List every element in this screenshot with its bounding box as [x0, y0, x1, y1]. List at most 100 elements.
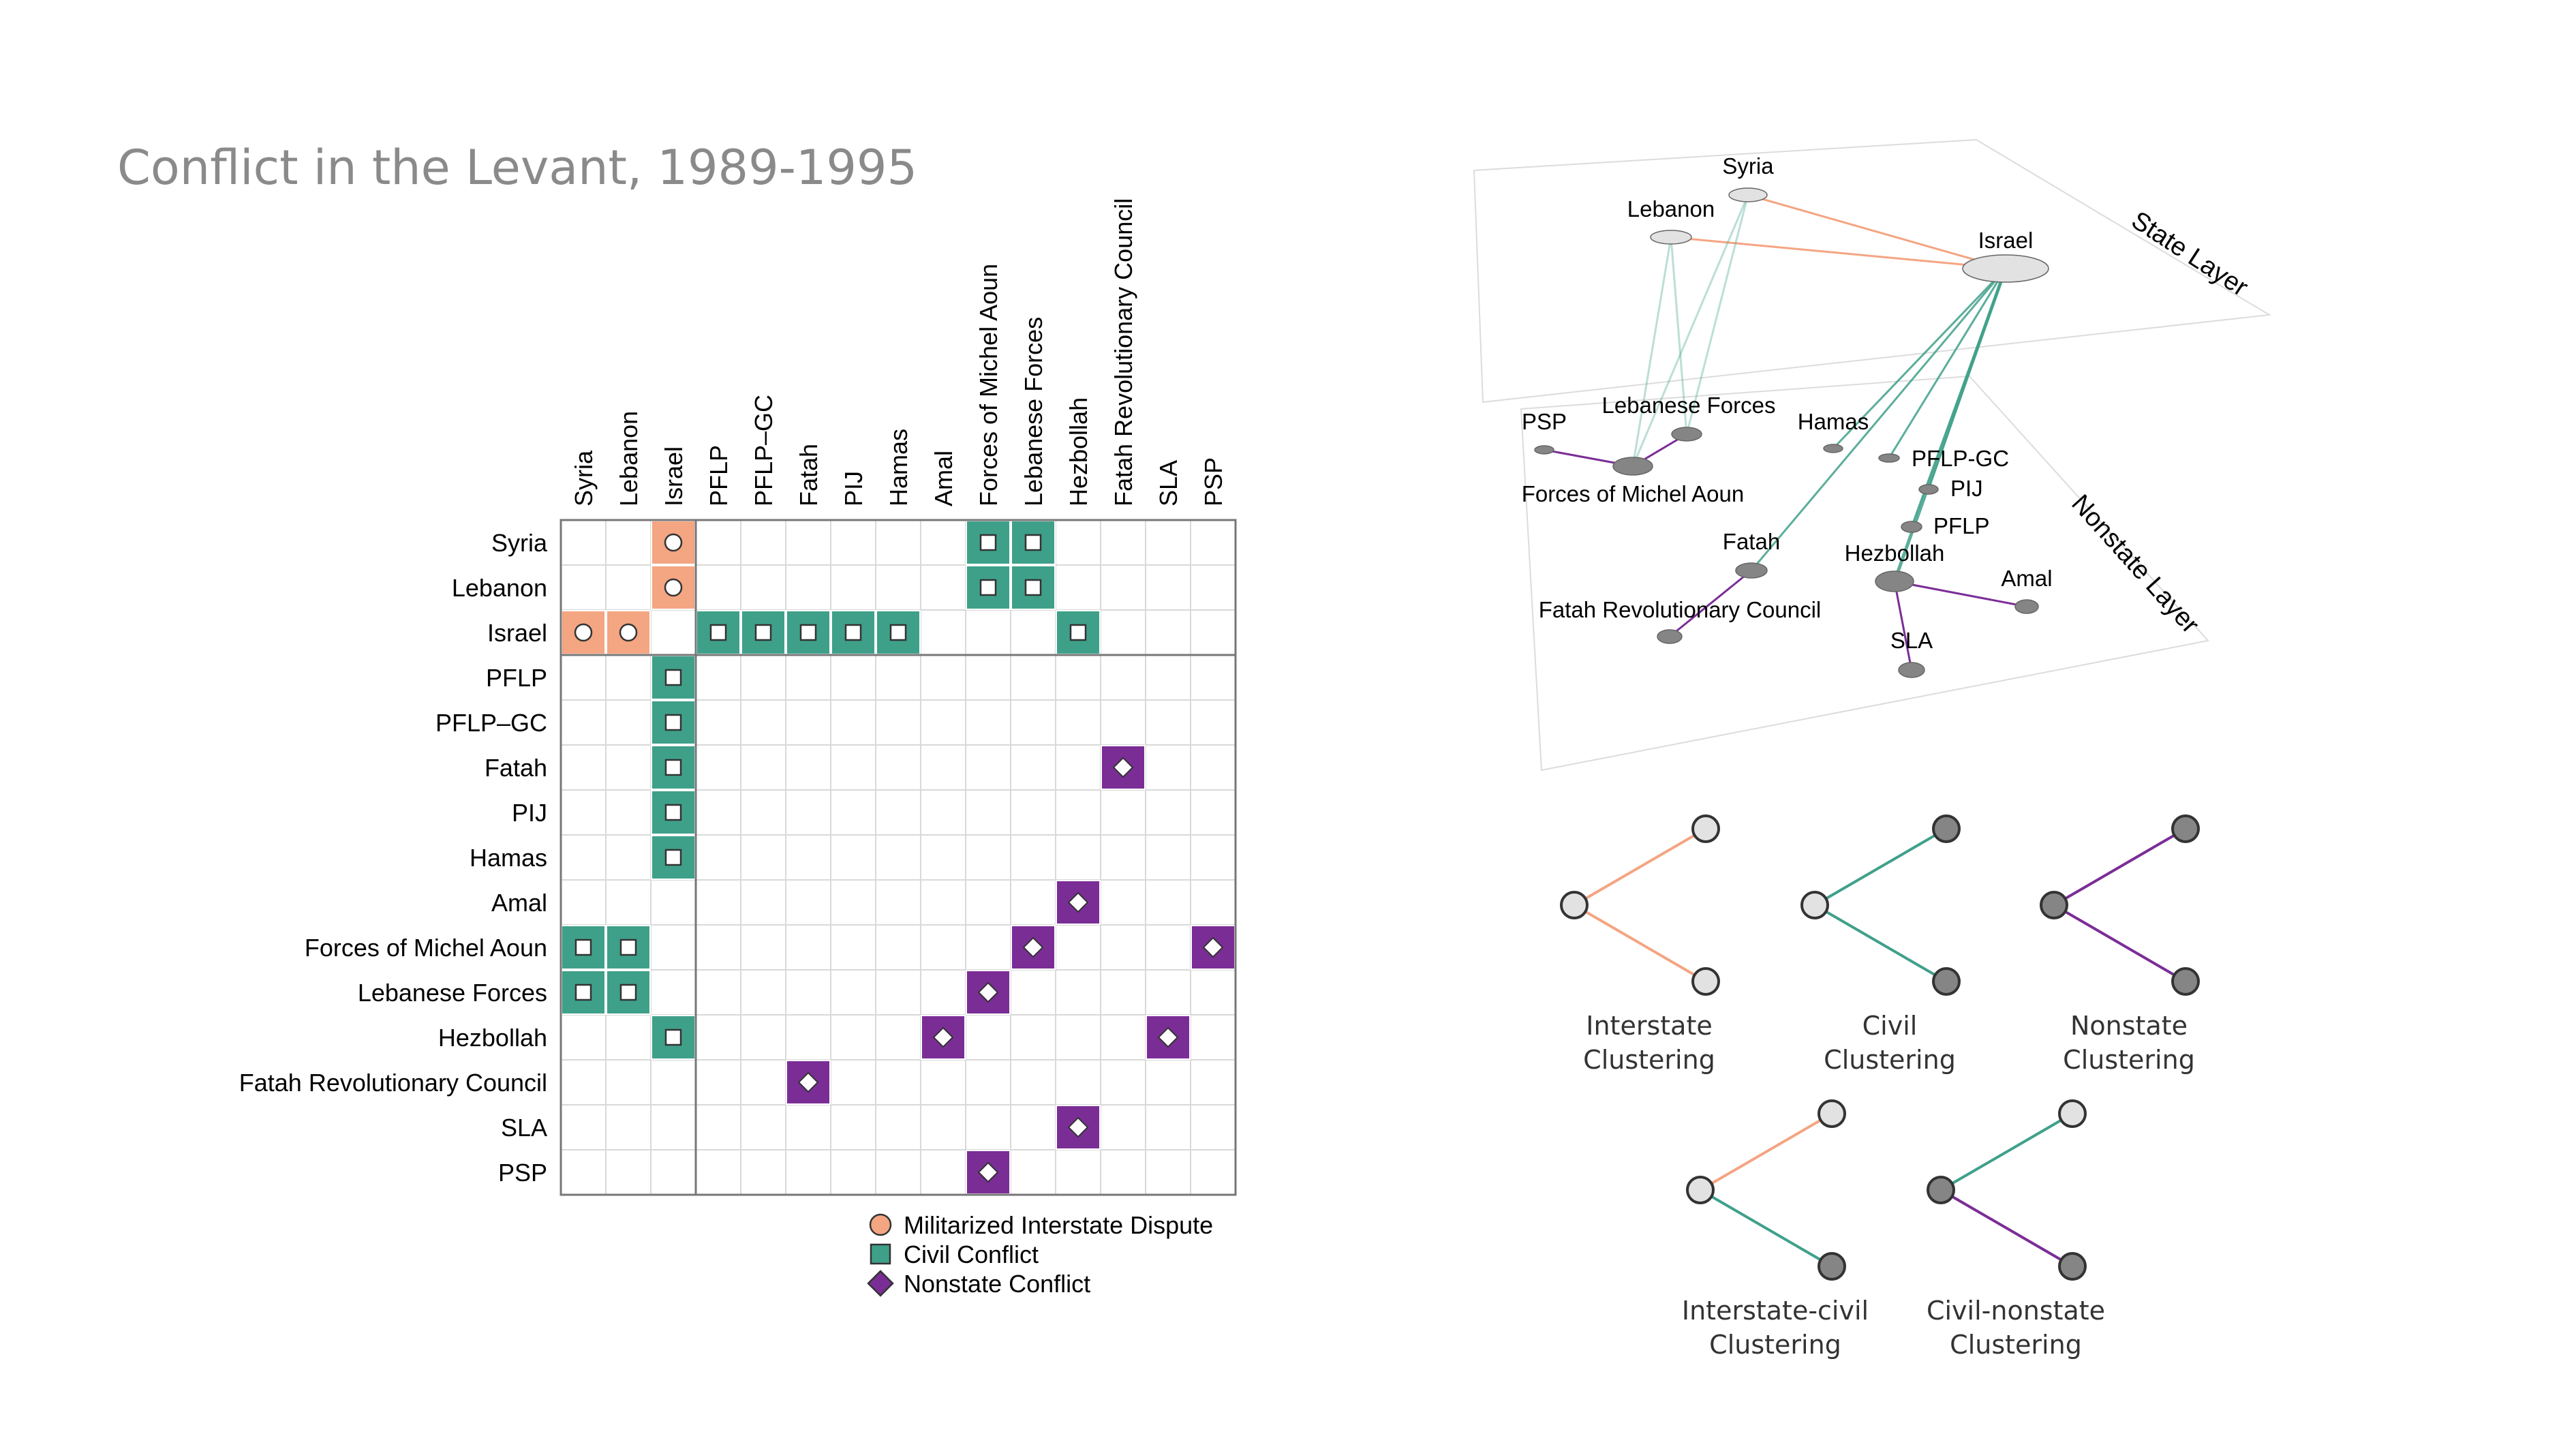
civil-marker	[1069, 624, 1087, 641]
matrix-cell	[830, 924, 876, 971]
conflict-cell-fatah-fatah-revolutionary-council	[1101, 745, 1146, 790]
matrix-cell	[785, 924, 831, 971]
interstate-marker	[619, 623, 638, 642]
matrix-cell	[1010, 744, 1056, 791]
matrix-cell	[830, 834, 876, 881]
nonstate-marker	[932, 1026, 954, 1048]
row-label-fatah: Fatah	[485, 754, 547, 782]
matrix-cell	[605, 564, 651, 611]
network-label-lebanon: Lebanon	[1627, 196, 1715, 222]
matrix-cell	[605, 519, 651, 566]
legend-interstate-marker	[869, 1213, 892, 1236]
matrix-cell	[965, 879, 1011, 926]
matrix-cell	[740, 699, 786, 746]
matrix-cell	[1190, 834, 1236, 881]
network-node-forces-of-michel-aoun	[1612, 457, 1653, 476]
network-label-fatah: Fatah	[1723, 529, 1780, 554]
row-label-syria: Syria	[491, 529, 548, 557]
matrix-cell	[1190, 519, 1236, 566]
civil-marker	[574, 939, 592, 956]
matrix-cell	[965, 789, 1011, 836]
network-node-psp	[1534, 445, 1554, 455]
matrix-cell	[740, 834, 786, 881]
network-edge-lebanon-israel	[1670, 236, 2006, 270]
col-label-hezbollah: Hezbollah	[1064, 397, 1092, 506]
matrix-cell	[875, 744, 921, 791]
matrix-cell	[1145, 924, 1191, 971]
matrix-cell	[1190, 969, 1236, 1016]
matrix-cell	[830, 654, 876, 701]
col-label-lebanon: Lebanon	[615, 411, 643, 506]
matrix-cell	[965, 699, 1011, 746]
matrix-cell	[740, 1104, 786, 1150]
motif-edge-bottom	[1573, 904, 1707, 983]
motif-node-bottom	[1818, 1252, 1846, 1281]
motif-node-top	[2058, 1099, 2087, 1128]
matrix-cell	[650, 1149, 696, 1195]
matrix-cell	[560, 564, 607, 611]
row-label-fatah-revolutionary-council: Fatah Revolutionary Council	[239, 1069, 547, 1097]
conflict-cell-fatah-israel	[651, 745, 696, 790]
matrix-cell	[920, 924, 966, 971]
matrix-cell	[965, 1059, 1011, 1105]
matrix-cell	[1145, 879, 1191, 926]
network-label-sla: SLA	[1890, 628, 1933, 653]
matrix-cell	[1010, 969, 1056, 1016]
civil-marker	[664, 1028, 682, 1046]
matrix-cell	[1010, 1104, 1056, 1150]
matrix-cell	[1010, 1149, 1056, 1195]
matrix-cell	[830, 969, 876, 1016]
civil-marker	[799, 624, 817, 641]
col-label-hamas: Hamas	[885, 429, 913, 506]
matrix-cell	[785, 564, 831, 611]
matrix-cell	[830, 744, 876, 791]
motif-node-bottom	[2058, 1252, 2087, 1281]
matrix-cell	[740, 924, 786, 971]
col-label-pflp: PFLP	[705, 445, 733, 506]
matrix-cell	[650, 1104, 696, 1150]
network-label-pflp-gc: PFLP-GC	[1912, 446, 2009, 471]
network-node-hamas	[1823, 444, 1843, 453]
motif-label-line: Clustering	[2063, 1045, 2195, 1075]
matrix-cell	[1100, 834, 1146, 881]
motif-label-line: Interstate-civil	[1682, 1296, 1869, 1326]
matrix-cell	[875, 924, 921, 971]
matrix-cell	[740, 969, 786, 1016]
matrix-cell	[785, 879, 831, 926]
motif-edge-top	[1939, 1112, 2074, 1191]
matrix-cell	[1190, 879, 1236, 926]
nonstate-layer-plane	[1520, 375, 2209, 772]
motif-edge-bottom	[1939, 1189, 2074, 1268]
matrix-cell	[1055, 924, 1101, 971]
matrix-cell	[740, 654, 786, 701]
network-node-sla	[1898, 662, 1925, 678]
motif-node-apex	[1560, 891, 1589, 919]
matrix-cell	[1100, 654, 1146, 701]
col-label-fatah-revolutionary-council: Fatah Revolutionary Council	[1109, 198, 1137, 506]
matrix-cell	[965, 654, 1011, 701]
matrix-cell	[875, 699, 921, 746]
matrix-cell	[1055, 744, 1101, 791]
motif-label-line: Clustering	[1824, 1045, 1956, 1075]
matrix-cell	[785, 834, 831, 881]
matrix-cell	[695, 744, 741, 791]
matrix-cell	[605, 834, 651, 881]
network-label-forces-of-michel-aoun: Forces of Michel Aoun	[1522, 481, 1745, 506]
legend-label-nonstate: Nonstate Conflict	[904, 1270, 1090, 1298]
matrix-cell	[1190, 789, 1236, 836]
row-label-lebanese-forces: Lebanese Forces	[358, 979, 547, 1007]
matrix-cell	[1145, 609, 1191, 656]
matrix-cell	[605, 1014, 651, 1061]
matrix-cell	[785, 789, 831, 836]
network-node-pflp-gc	[1878, 453, 1900, 463]
adjacency-matrix: SyriaLebanonIsraelPFLPPFLP–GCFatahPIJHam…	[239, 198, 1237, 1196]
row-label-israel: Israel	[487, 619, 547, 647]
network-node-pij	[1918, 484, 1939, 495]
motif-label-line: Interstate	[1586, 1011, 1712, 1041]
civil-marker	[979, 579, 997, 596]
matrix-cell	[1055, 969, 1101, 1016]
matrix-cell	[695, 519, 741, 566]
motif-edge-bottom	[1813, 904, 1948, 983]
matrix-cell	[1100, 699, 1146, 746]
